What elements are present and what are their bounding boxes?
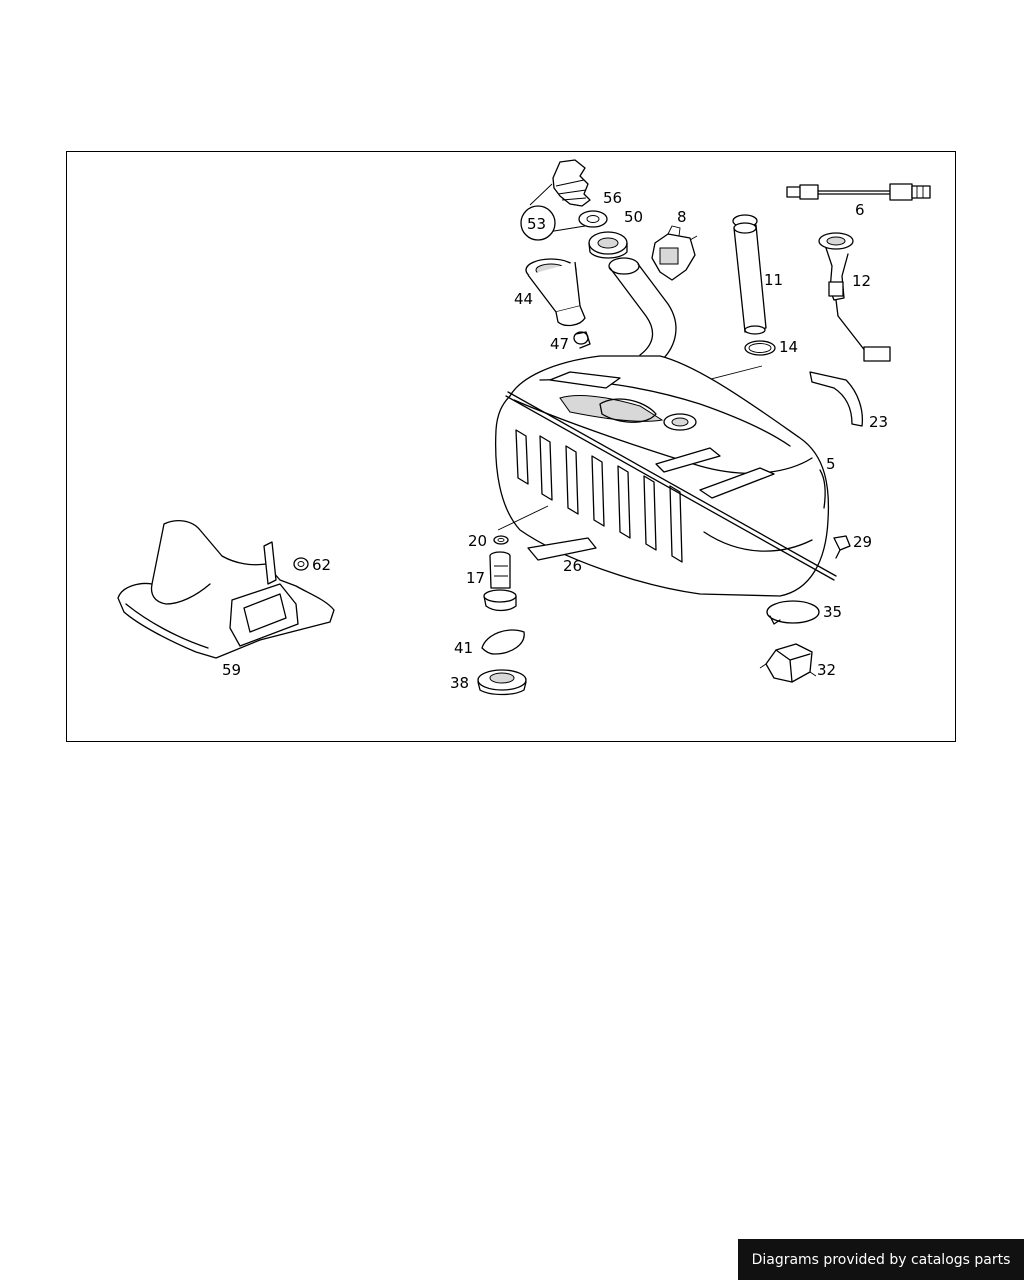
vent-valve-8 — [651, 225, 698, 281]
callout-12: 12 — [852, 272, 871, 290]
tank-cover-59 — [117, 519, 335, 659]
callout-35: 35 — [823, 603, 842, 621]
filler-neck-44 — [525, 258, 586, 327]
callout-5: 5 — [826, 455, 836, 473]
heat-shield-23 — [809, 371, 864, 427]
callout-44: 44 — [514, 290, 533, 308]
washer-20 — [493, 535, 509, 545]
bracket-32 — [759, 643, 817, 683]
callout-14: 14 — [779, 338, 798, 356]
callout-38: 38 — [450, 674, 469, 692]
flange-38 — [477, 669, 527, 696]
callout-11: 11 — [764, 271, 783, 289]
drain-valve-17 — [483, 551, 517, 612]
sensor-cable-6 — [786, 183, 931, 201]
callout-56: 56 — [603, 189, 622, 207]
callout-23: 23 — [869, 413, 888, 431]
callout-29: 29 — [853, 533, 872, 551]
callout-53: 53 — [527, 215, 546, 233]
callout-17: 17 — [466, 569, 485, 587]
callout-6: 6 — [855, 201, 865, 219]
callout-32: 32 — [817, 661, 836, 679]
callout-41: 41 — [454, 639, 473, 657]
level-sender-12 — [818, 232, 891, 362]
seal-ring-56 — [578, 210, 608, 228]
callout-50: 50 — [624, 208, 643, 226]
gasket-41 — [481, 629, 525, 655]
callout-26: 26 — [563, 557, 582, 575]
hose-clip-35 — [766, 600, 820, 625]
filler-boot-bellows — [529, 159, 591, 233]
callout-8: 8 — [677, 208, 687, 226]
credit-banner: Diagrams provided by catalogs parts — [738, 1239, 1024, 1280]
callout-47: 47 — [550, 335, 569, 353]
filler-pipe — [608, 257, 677, 361]
screw-29 — [833, 535, 851, 559]
clamp-47 — [573, 331, 591, 349]
fuel-tank-5 — [495, 355, 837, 597]
grommet-50 — [588, 231, 628, 259]
callout-20: 20 — [468, 532, 487, 550]
callout-62: 62 — [312, 556, 331, 574]
pad-26 — [527, 537, 597, 561]
suction-tube-11 — [732, 214, 767, 335]
callout-59: 59 — [222, 661, 241, 679]
callout-circle-53 — [520, 205, 556, 241]
nut-62 — [293, 557, 309, 571]
